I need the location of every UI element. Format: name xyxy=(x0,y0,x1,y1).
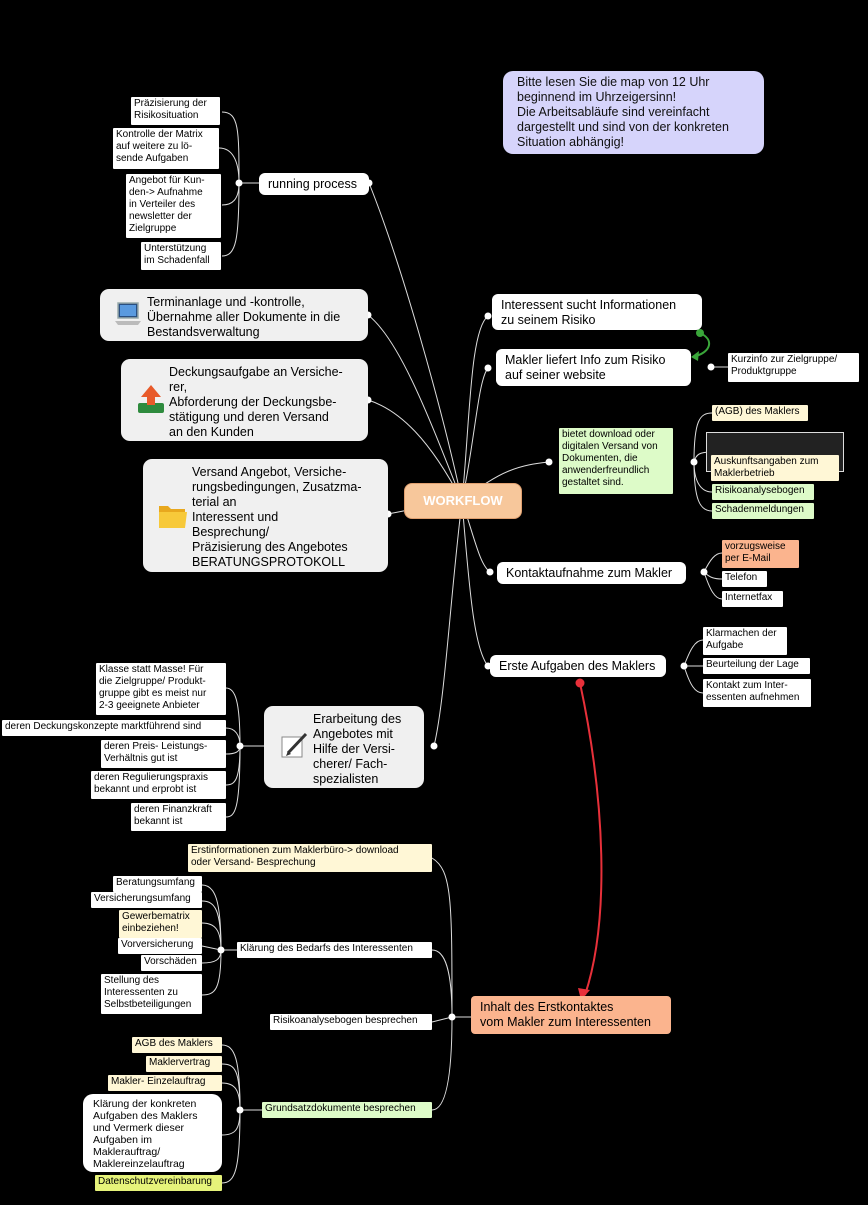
leaf-vorschaeden[interactable]: Vorschäden xyxy=(141,955,202,971)
node-interessent-sucht[interactable]: Interessent sucht Informationen zu seine… xyxy=(492,294,702,330)
root-node-workflow[interactable]: WORKFLOW xyxy=(404,483,522,519)
pen-paper-icon xyxy=(281,732,308,758)
leaf-maklervertrag[interactable]: Maklervertrag xyxy=(146,1056,222,1072)
node-risikoanalyse-besprechen[interactable]: Risikoanalysebogen besprechen xyxy=(270,1014,432,1030)
leaf-beratungsumfang[interactable]: Beratungsumfang xyxy=(113,876,202,892)
leaf-kontrolle-matrix[interactable]: Kontrolle der Matrix auf weitere zu lö- … xyxy=(113,128,219,169)
leaf-regulierungspraxis[interactable]: deren Regulierungspraxis bekannt und erp… xyxy=(91,771,226,799)
leaf-auskunft-frame[interactable]: Auskunftsangaben zum Maklerbetrieb xyxy=(706,432,844,481)
leaf-internetfax[interactable]: Internetfax xyxy=(722,591,783,607)
leaf-praezisierung[interactable]: Präzisierung der Risikosituation xyxy=(131,97,220,125)
node-makler-liefert-info[interactable]: Makler liefert Info zum Risiko auf seine… xyxy=(496,349,691,386)
node-deckungsaufgabe[interactable]: Deckungsaufgabe an Versiche- rer, Abford… xyxy=(121,359,368,441)
leaf-stellung-selbstbeteiligung[interactable]: Stellung des Interessenten zu Selbstbete… xyxy=(101,974,202,1014)
leaf-kontakt-interessent[interactable]: Kontakt zum Inter- essenten aufnehmen xyxy=(703,679,811,707)
node-erste-aufgaben[interactable]: Erste Aufgaben des Maklers xyxy=(490,655,666,677)
node-terminanlage[interactable]: Terminanlage und -kontrolle, Übernahme a… xyxy=(100,289,368,341)
leaf-einzelauftrag[interactable]: Makler- Einzelauftrag xyxy=(108,1075,222,1091)
node-download-versand[interactable]: bietet download oder digitalen Versand v… xyxy=(559,428,673,494)
leaf-auskunft: Auskunftsangaben zum Maklerbetrieb xyxy=(711,455,839,481)
leaf-datenschutz[interactable]: Datenschutzvereinbarung xyxy=(95,1175,222,1191)
leaf-angebot-kunden[interactable]: Angebot für Kun- den-> Aufnahme in Verte… xyxy=(126,174,221,238)
leaf-kurzinfo[interactable]: Kurzinfo zur Zielgruppe/ Produktgruppe xyxy=(728,353,859,382)
leaf-klasse-statt-masse[interactable]: Klasse statt Masse! Für die Zielgruppe/ … xyxy=(96,663,226,715)
leaf-klaerung-aufgaben[interactable]: Klärung der konkreten Aufgaben des Makle… xyxy=(83,1094,222,1172)
leaf-gewerbematrix[interactable]: Gewerbematrix einbeziehen! xyxy=(119,910,202,938)
leaf-erstinformationen[interactable]: Erstinformationen zum Maklerbüro-> downl… xyxy=(188,844,432,872)
leaf-vorversicherung[interactable]: Vorversicherung xyxy=(118,938,202,954)
folder-icon xyxy=(159,506,187,528)
leaf-deckungskonzepte[interactable]: deren Deckungskonzepte marktführend sind xyxy=(2,720,226,736)
leaf-preis-leistung[interactable]: deren Preis- Leistungs- Verhältnis gut i… xyxy=(101,740,226,768)
leaf-finanzkraft[interactable]: deren Finanzkraft bekannt ist xyxy=(131,803,226,831)
leaf-klarmachen[interactable]: Klarmachen der Aufgabe xyxy=(703,627,787,655)
leaf-versicherungsumfang[interactable]: Versicherungsumfang xyxy=(91,892,202,908)
leaf-agb-maklers[interactable]: AGB des Maklers xyxy=(132,1037,222,1053)
leaf-agb[interactable]: (AGB) des Maklers xyxy=(712,405,808,421)
leaf-beurteilung[interactable]: Beurteilung der Lage xyxy=(703,658,810,674)
node-running-process[interactable]: running process xyxy=(259,173,369,195)
node-klaerung-bedarf[interactable]: Klärung des Bedarfs des Interessenten xyxy=(237,942,432,958)
upload-tray-icon xyxy=(138,385,164,413)
reading-hint-note: Bitte lesen Sie die map von 12 Uhr begin… xyxy=(503,71,764,154)
node-inhalt-erstkontakt[interactable]: Inhalt des Erstkontaktes vom Makler zum … xyxy=(471,996,671,1034)
node-grundsatzdokumente[interactable]: Grundsatzdokumente besprechen xyxy=(262,1102,432,1118)
leaf-email[interactable]: vorzugsweise per E-Mail xyxy=(722,540,799,568)
leaf-risikoanalysebogen[interactable]: Risikoanalysebogen xyxy=(712,484,814,500)
node-kontaktaufnahme[interactable]: Kontaktaufnahme zum Makler xyxy=(497,562,686,584)
leaf-schadenmeldungen[interactable]: Schadenmeldungen xyxy=(712,503,814,519)
laptop-icon xyxy=(115,302,141,325)
leaf-telefon[interactable]: Telefon xyxy=(722,571,767,587)
leaf-unterstuetzung[interactable]: Unterstützung im Schadenfall xyxy=(141,242,221,270)
